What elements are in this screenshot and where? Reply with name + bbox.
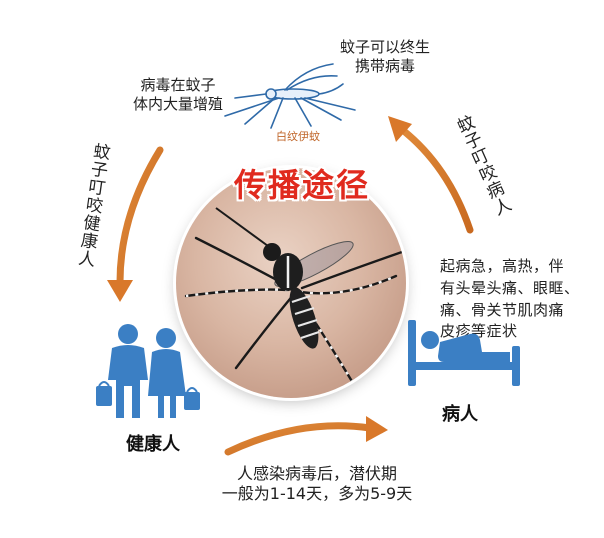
symptom-line-2: 有头晕头痛、眼眶、: [440, 278, 602, 300]
diagram-title: 传播途径: [200, 160, 404, 206]
note-top-left-line1: 病毒在蚊子: [108, 76, 248, 95]
patient-label: 病人: [430, 400, 490, 426]
note-top-right-line1: 蚊子可以终生: [320, 38, 450, 57]
people-icon: [92, 320, 202, 420]
patient-bed-icon: [404, 312, 524, 392]
arrow-bottom-head: [366, 416, 388, 442]
note-top-right-line2: 携带病毒: [320, 57, 450, 76]
arrow-left: [120, 150, 160, 282]
note-top-left-line2: 体内大量增殖: [108, 95, 248, 114]
incubation-note: 人感染病毒后，潜伏期 一般为1-14天，多为5-9天: [192, 464, 442, 504]
arrow-left-head: [107, 280, 133, 302]
mosquito-caption: 白纹伊蚊: [268, 128, 328, 144]
arrow-bottom: [228, 426, 370, 452]
symptom-line-1: 起病急，高热，伴: [440, 256, 602, 278]
healthy-label: 健康人: [108, 430, 198, 456]
note-top-left: 病毒在蚊子 体内大量增殖: [108, 76, 248, 114]
note-top-right: 蚊子可以终生 携带病毒: [320, 38, 450, 76]
incubation-line-2: 一般为1-14天，多为5-9天: [192, 484, 442, 504]
incubation-line-1: 人感染病毒后，潜伏期: [192, 464, 442, 484]
